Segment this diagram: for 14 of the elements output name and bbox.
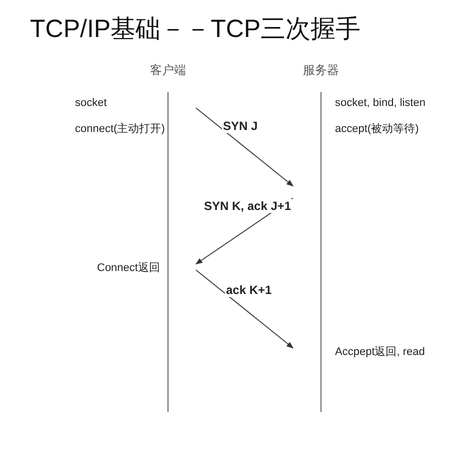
message-label: SYN J	[222, 119, 259, 133]
step-note: socket, bind, listen	[335, 97, 426, 109]
message-arrow	[196, 108, 294, 186]
step-note: accept(被动等待)	[335, 122, 419, 136]
step-note: socket	[75, 97, 107, 109]
step-note: Accpept返回, read	[335, 345, 425, 359]
diagram-title: TCP/IP基础－－TCP三次握手	[30, 14, 361, 45]
message-label: SYN K, ack J+1	[203, 199, 292, 213]
step-note: connect(主动打开)	[75, 122, 165, 136]
message-label: ack K+1	[225, 283, 273, 297]
lifeline-heading: 客户端	[149, 62, 187, 79]
step-note: Connect返回	[97, 261, 160, 275]
message-arrow	[196, 270, 294, 348]
lifeline-heading: 服务器	[302, 62, 340, 79]
